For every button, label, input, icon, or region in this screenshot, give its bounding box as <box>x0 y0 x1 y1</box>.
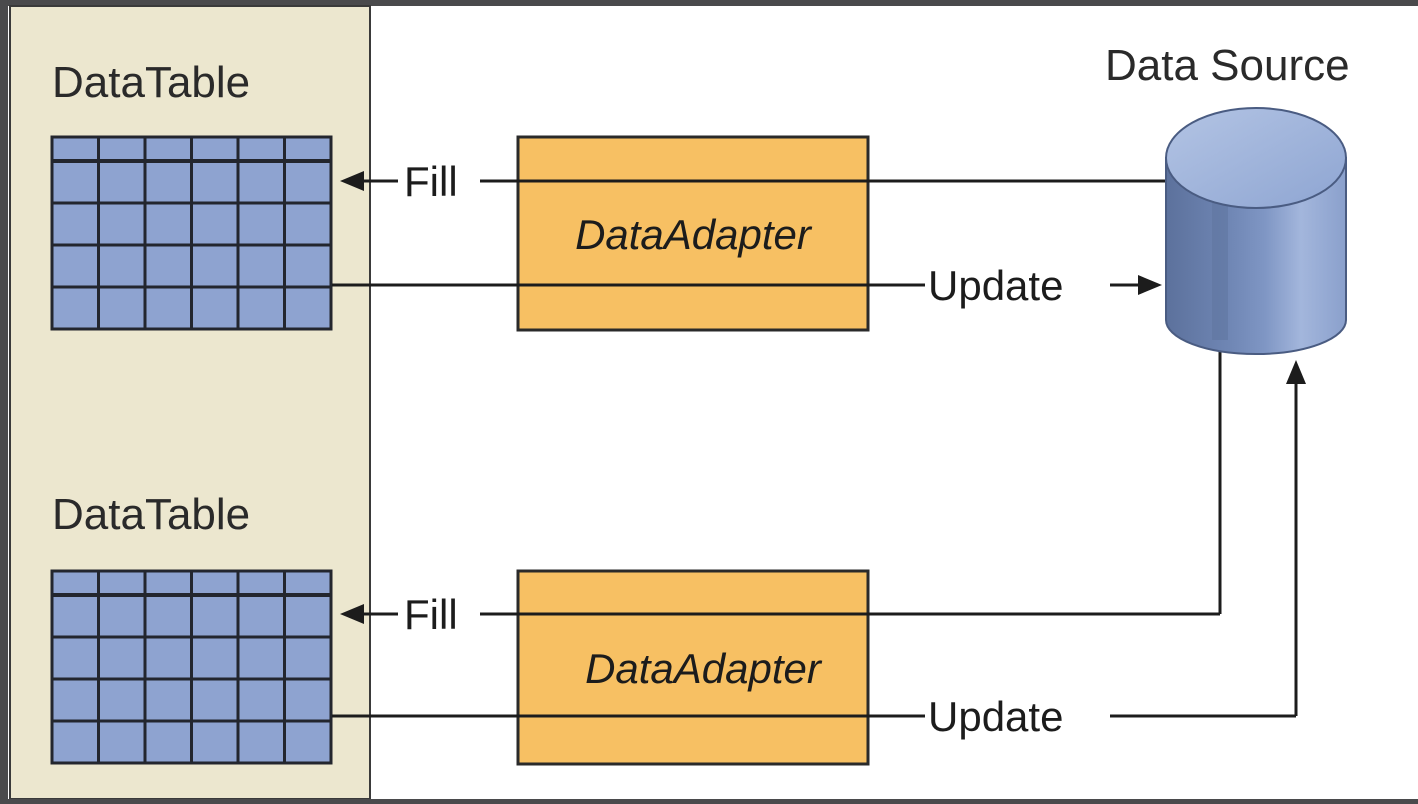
arrow-right-icon <box>1138 275 1162 295</box>
arrow-left-icon <box>340 604 364 624</box>
fill-label: Fill <box>404 591 458 638</box>
database-cylinder-icon <box>1165 107 1347 355</box>
datatable-grid-icon <box>50 135 333 331</box>
datatable-group-1: DataTable <box>50 58 333 331</box>
datatable-group-2: DataTable <box>50 490 333 765</box>
datatable-title: DataTable <box>52 58 250 107</box>
arrowheads <box>340 171 1306 624</box>
fill-label: Fill <box>404 158 458 205</box>
dataadapter-label: DataAdapter <box>575 211 813 258</box>
arrow-up-icon <box>1286 360 1306 384</box>
update-label: Update <box>928 262 1063 309</box>
dataadapter-box <box>516 569 870 766</box>
dataadapter-box <box>516 135 870 332</box>
data-source-label: Data Source <box>1105 41 1350 90</box>
update-label: Update <box>928 693 1063 740</box>
datatable-grid-icon <box>50 569 333 765</box>
arrow-left-icon <box>340 171 364 191</box>
connectors <box>332 179 1298 718</box>
dataadapter-label: DataAdapter <box>585 645 823 692</box>
datatable-title: DataTable <box>52 490 250 539</box>
